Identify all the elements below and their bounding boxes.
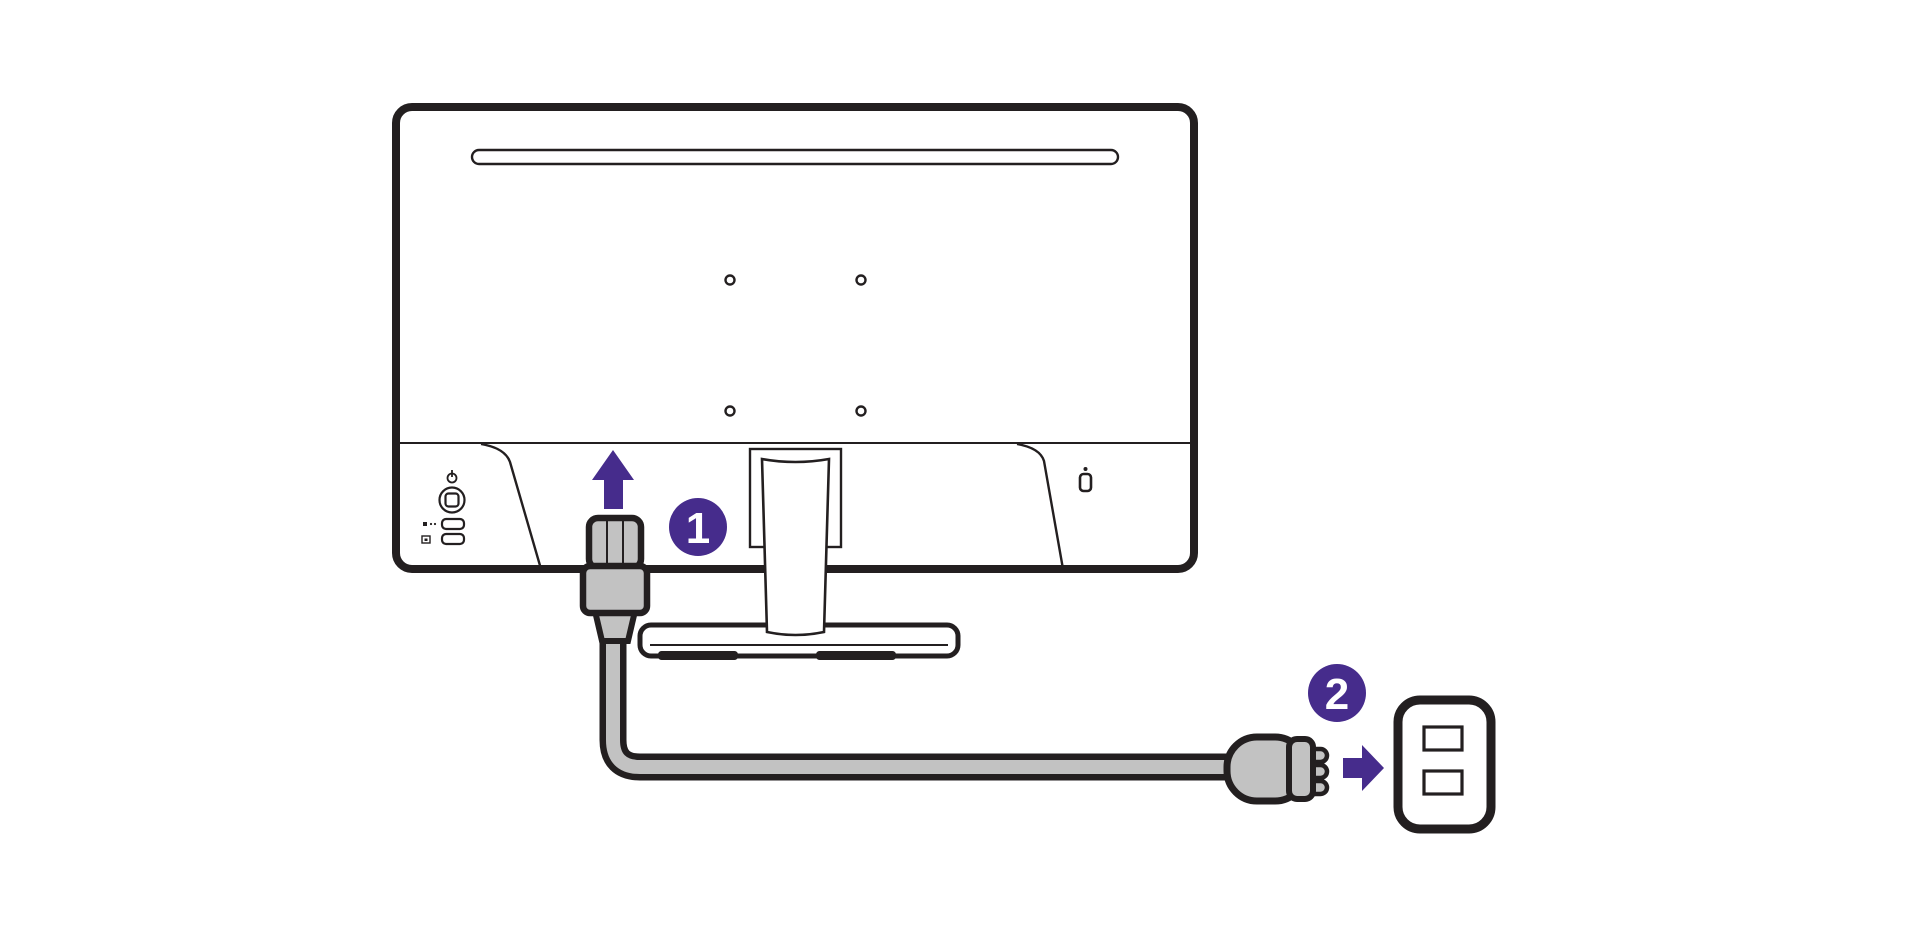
hotkey-buttons-icon [440, 517, 466, 546]
step-1-number: 1 [686, 504, 710, 553]
vesa-hole-icon [855, 405, 867, 417]
right-arrow-icon [1343, 745, 1384, 791]
power-plug [1223, 733, 1330, 805]
vesa-mount-holes [724, 274, 867, 417]
outlet-plate [1393, 695, 1496, 834]
joystick-control-icon [438, 486, 466, 514]
connector-flange [579, 562, 651, 617]
up-arrow-icon [592, 450, 634, 509]
power-symbol-icon [446, 470, 458, 484]
power-connector [579, 514, 651, 644]
outlet-slot-upper [1422, 725, 1464, 752]
step-2-badge: 2 [1308, 664, 1366, 722]
control-cluster [421, 470, 466, 546]
power-cable [599, 634, 1240, 781]
step-2-number: 2 [1325, 670, 1349, 719]
menu-indicator-icon [421, 535, 431, 544]
monitor-back [392, 103, 1198, 573]
right-shell-seam [1016, 442, 1065, 570]
lock-slot-icon [1078, 467, 1093, 493]
cable-core [606, 634, 1240, 774]
vesa-hole-icon [855, 274, 867, 286]
outlet-slot-lower [1422, 769, 1464, 796]
vesa-hole-icon [724, 274, 736, 286]
vesa-hole-icon [724, 405, 736, 417]
step-1-badge: 1 [669, 498, 727, 556]
plug-face [1286, 736, 1316, 802]
input-indicator-icon [423, 522, 437, 526]
handle-slot [470, 148, 1120, 166]
left-shell-seam [480, 442, 543, 570]
monitor-stand [637, 447, 961, 660]
wall-outlet [1393, 695, 1496, 834]
stand-neck [760, 457, 831, 637]
connector-body-top [585, 514, 645, 572]
